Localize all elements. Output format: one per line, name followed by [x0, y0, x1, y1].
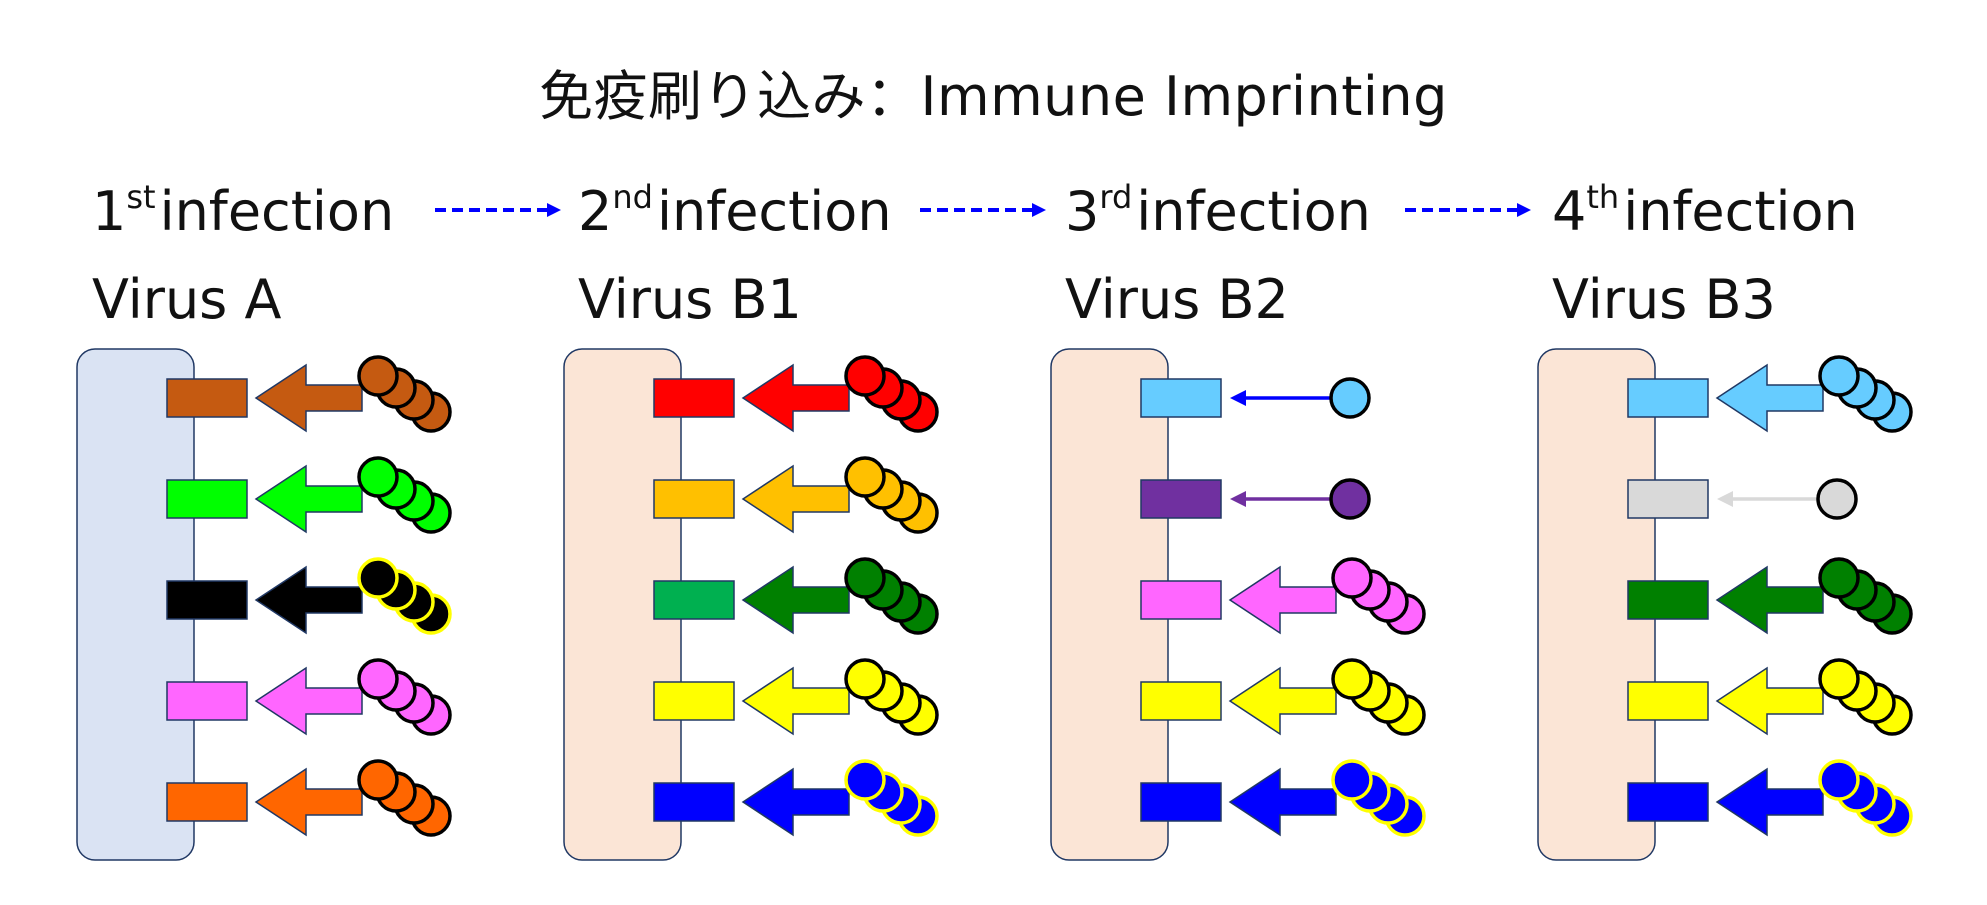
epitope-bead [844, 658, 886, 700]
bcr-receptor [653, 580, 735, 620]
epitope-bead [357, 658, 399, 700]
binding-arrow-strong [741, 666, 850, 736]
b-cell-panel-1 [76, 348, 452, 861]
b-cell-panel-3 [1050, 348, 1426, 861]
binding-arrow-strong [254, 363, 363, 433]
epitope-bead [1816, 478, 1858, 520]
infection-label-3: 3rdinfection [1065, 178, 1371, 243]
epitope-bead [357, 759, 399, 801]
epitope-bead [844, 557, 886, 599]
bcr-receptor [1627, 479, 1709, 519]
diagram-title: 免疫刷り込み：Immune Imprinting [539, 65, 1448, 128]
bcr-receptor [166, 681, 248, 721]
b-cell-panel-2 [563, 348, 939, 861]
receptor-row [653, 759, 939, 837]
receptor-row [1627, 355, 1913, 433]
bcr-receptor [1140, 681, 1222, 721]
binding-arrow-strong [741, 767, 850, 837]
binding-arrow-weak-head [1230, 491, 1246, 507]
epitope-bead [357, 456, 399, 498]
epitope-bead [357, 557, 399, 599]
receptor-row [166, 557, 452, 635]
receptor-row [1627, 557, 1913, 635]
epitope-bead [357, 355, 399, 397]
bcr-receptor [1627, 782, 1709, 822]
binding-arrow-strong [741, 565, 850, 635]
bcr-receptor [653, 681, 735, 721]
receptor-row [1140, 377, 1371, 419]
epitope-bead [1331, 557, 1373, 599]
bcr-receptor [1140, 378, 1222, 418]
binding-arrow-weak-head [1230, 390, 1246, 406]
receptor-row [1140, 557, 1426, 635]
epitope-bead [844, 759, 886, 801]
virus-label-b2: Virus B2 [1065, 268, 1289, 331]
binding-arrow-strong [254, 666, 363, 736]
receptor-row [166, 456, 452, 534]
binding-arrow-strong [1228, 565, 1337, 635]
bcr-receptor [1140, 782, 1222, 822]
b-cell-panel-4 [1537, 348, 1913, 861]
epitope-bead [844, 456, 886, 498]
epitope-bead [1329, 478, 1371, 520]
sequence-arrow-2-3 [920, 203, 1046, 217]
bcr-receptor [166, 580, 248, 620]
bcr-receptor [1627, 378, 1709, 418]
bcr-receptor [166, 782, 248, 822]
binding-arrow-strong [1715, 767, 1824, 837]
bcr-receptor [166, 479, 248, 519]
binding-arrow-strong [254, 767, 363, 837]
receptor-row [653, 456, 939, 534]
epitope-bead [1331, 658, 1373, 700]
epitope-bead [1818, 759, 1860, 801]
receptor-row [1140, 658, 1426, 736]
epitope-bead [1818, 658, 1860, 700]
epitope-bead [844, 355, 886, 397]
binding-arrow-weak-head [1717, 491, 1733, 507]
receptor-row [653, 355, 939, 433]
receptor-row [1627, 658, 1913, 736]
sequence-arrow-1-2 [435, 203, 561, 217]
epitope-bead [1331, 759, 1373, 801]
infection-label-4: 4thinfection [1552, 178, 1858, 243]
bcr-receptor [1627, 580, 1709, 620]
receptor-row [166, 658, 452, 736]
receptor-row [1140, 478, 1371, 520]
virus-label-a: Virus A [92, 268, 282, 331]
epitope-bead [1329, 377, 1371, 419]
binding-arrow-strong [741, 363, 850, 433]
receptor-row [653, 557, 939, 635]
virus-label-b3: Virus B3 [1552, 268, 1776, 331]
bcr-receptor [1627, 681, 1709, 721]
epitope-bead [1818, 355, 1860, 397]
infection-label-2: 2ndinfection [578, 178, 892, 243]
receptor-row [166, 355, 452, 433]
receptor-row [1140, 759, 1426, 837]
bcr-receptor [653, 479, 735, 519]
epitope-bead [1818, 557, 1860, 599]
bcr-receptor [1140, 479, 1222, 519]
sequence-arrow-3-4 [1405, 203, 1531, 217]
binding-arrow-strong [254, 565, 363, 635]
bcr-receptor [653, 782, 735, 822]
receptor-row [1627, 478, 1858, 520]
binding-arrow-strong [1715, 565, 1824, 635]
infection-label-1: 1stinfection [92, 178, 395, 243]
binding-arrow-strong [1228, 767, 1337, 837]
binding-arrow-strong [741, 464, 850, 534]
binding-arrow-strong [1715, 666, 1824, 736]
binding-arrow-strong [1715, 363, 1824, 433]
virus-label-b1: Virus B1 [578, 268, 802, 331]
binding-arrow-strong [1228, 666, 1337, 736]
receptor-row [1627, 759, 1913, 837]
binding-arrow-strong [254, 464, 363, 534]
receptor-row [166, 759, 452, 837]
bcr-receptor [166, 378, 248, 418]
receptor-row [653, 658, 939, 736]
bcr-receptor [653, 378, 735, 418]
bcr-receptor [1140, 580, 1222, 620]
